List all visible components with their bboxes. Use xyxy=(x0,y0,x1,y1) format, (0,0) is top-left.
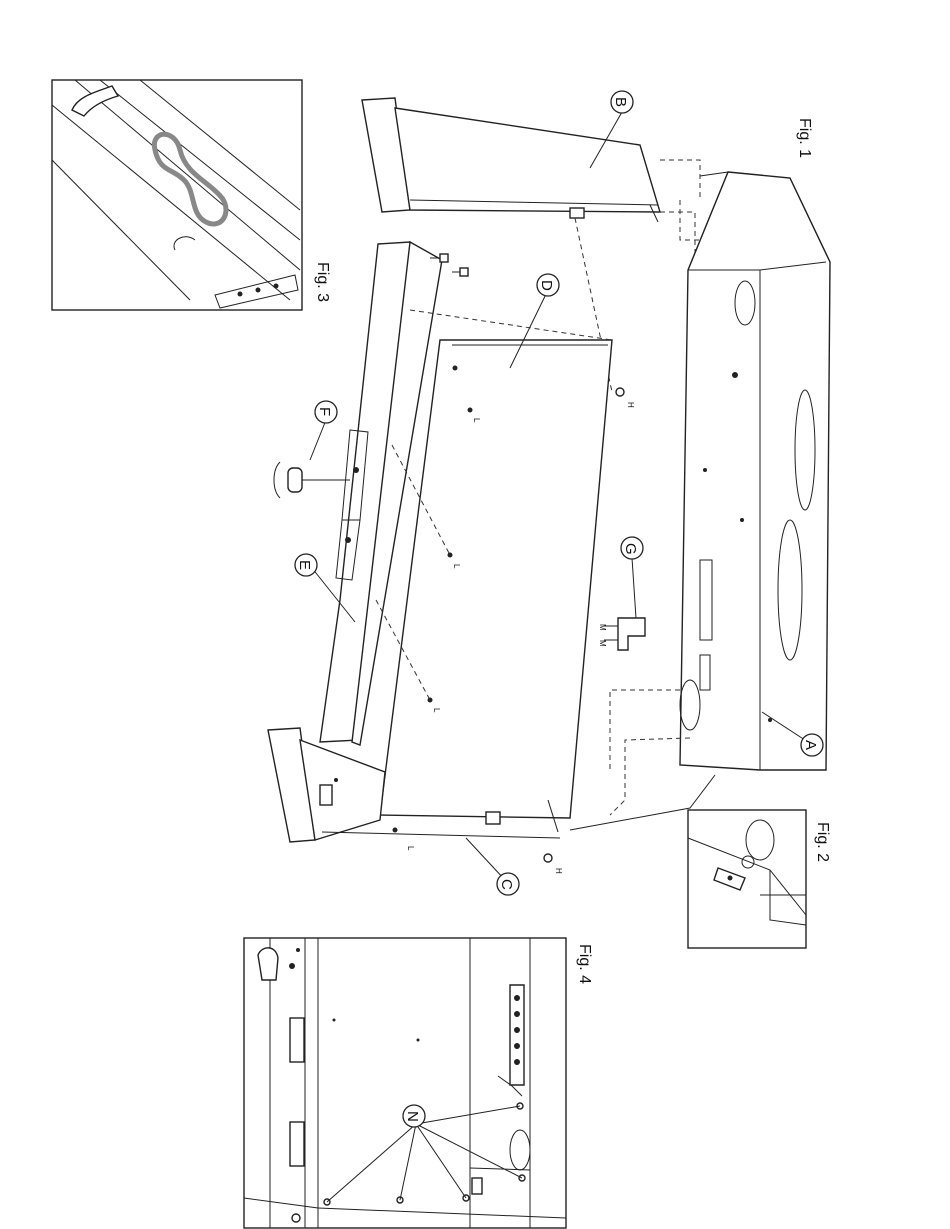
part-g-bracket xyxy=(604,618,645,650)
screw-label-h2: H xyxy=(554,868,563,874)
svg-text:A: A xyxy=(802,740,819,750)
fig4-inset xyxy=(244,938,566,1228)
fig1-assembly xyxy=(268,98,830,880)
fig2-inset xyxy=(688,810,806,948)
pedal-lever xyxy=(72,86,118,116)
svg-text:G: G xyxy=(622,543,639,555)
screw-label-h1: H xyxy=(626,402,635,408)
part-a-keyboard-body xyxy=(680,172,830,770)
fig3-inset xyxy=(52,80,302,310)
fig2-label: Fig. 2 xyxy=(814,822,831,862)
leader-g xyxy=(632,558,636,618)
cable-loop xyxy=(154,134,226,224)
callout-f: F xyxy=(315,401,337,423)
screw-label-m2: M xyxy=(598,640,607,647)
callout-n: N xyxy=(403,1105,425,1127)
svg-text:N: N xyxy=(404,1111,421,1122)
fig1-label: Fig. 1 xyxy=(796,118,813,158)
screw-label-l3: L xyxy=(432,708,441,713)
svg-text:C: C xyxy=(498,879,515,890)
callout-c: C xyxy=(497,873,519,895)
part-f-knob xyxy=(274,462,350,498)
callout-d: D xyxy=(537,274,559,296)
svg-text:B: B xyxy=(612,97,629,107)
svg-text:E: E xyxy=(296,560,313,570)
leader-c xyxy=(466,838,505,880)
leader-f xyxy=(310,420,326,460)
callout-e: E xyxy=(295,554,317,576)
callout-b: B xyxy=(611,91,633,113)
fig3-label: Fig. 3 xyxy=(314,262,331,302)
part-b-side-panel xyxy=(362,98,660,222)
screw-label-l2: L xyxy=(452,564,461,569)
screw-label-m1: M xyxy=(598,624,607,631)
screw-label-l1: L xyxy=(472,418,481,423)
svg-text:D: D xyxy=(538,280,555,291)
callout-g: G xyxy=(621,537,643,559)
callout-a: A xyxy=(801,734,823,756)
svg-text:F: F xyxy=(316,407,333,416)
screw-label-l4: L xyxy=(406,846,415,851)
fig4-label: Fig. 4 xyxy=(576,944,593,984)
